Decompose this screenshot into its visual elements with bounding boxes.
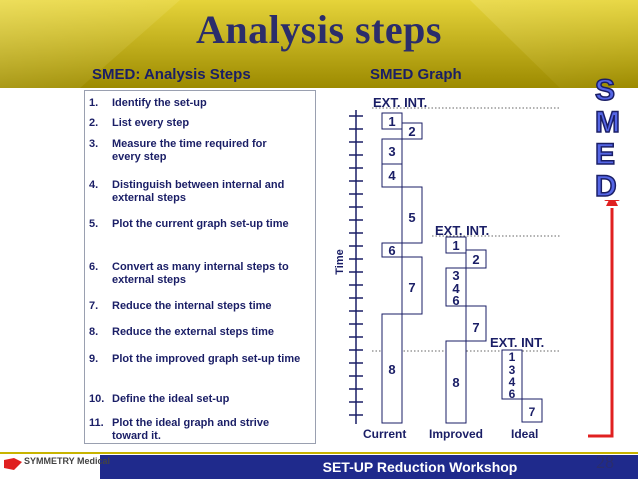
company-logo-icon	[4, 458, 22, 470]
company-logo-text: SYMMETRY Medical	[24, 456, 111, 466]
reference-lines	[372, 107, 560, 352]
time-axis	[349, 110, 363, 424]
ideal-column	[501, 349, 543, 423]
right-heading: SMED Graph	[370, 66, 462, 83]
slide-title: Analysis steps	[196, 7, 442, 52]
smed-letter-s: S	[594, 73, 616, 108]
column-label-ideal: Ideal	[511, 427, 538, 441]
smed-letter-e: E	[594, 137, 616, 172]
current-step-8: 8	[388, 362, 395, 377]
current-step-7: 7	[408, 280, 415, 295]
current-step-5: 5	[408, 210, 415, 225]
column-label-improved: Improved	[429, 427, 483, 441]
smed-graph: Time	[326, 90, 564, 442]
footer-bar	[0, 452, 638, 479]
improved-step-6: 6	[452, 293, 459, 308]
current-step-1: 1	[388, 114, 395, 129]
ideal-step-7: 7	[529, 405, 536, 419]
ideal-step-1: 1	[509, 350, 516, 364]
current-column	[381, 112, 423, 424]
ideal-step-6: 6	[509, 387, 516, 401]
ideal-column-header: EXT. INT.	[490, 335, 544, 350]
improved-column	[445, 236, 487, 424]
ideal-step-4: 4	[509, 375, 516, 389]
improved-step-1: 1	[452, 238, 459, 253]
red-bracket	[588, 200, 620, 438]
improved-column-header: EXT. INT.	[435, 223, 489, 238]
current-step-3: 3	[388, 144, 395, 159]
ideal-step-3: 3	[509, 363, 516, 377]
improved-step-2: 2	[472, 252, 479, 267]
current-step-4: 4	[388, 168, 396, 183]
left-heading: SMED: Analysis Steps	[92, 66, 251, 83]
smed-letter-m: M	[594, 105, 621, 140]
current-column-header: EXT. INT.	[373, 95, 427, 110]
smed-letter-d: D	[594, 169, 617, 204]
steps-list: 1.Identify the set-up 2.List every step …	[84, 90, 316, 444]
current-step-2: 2	[408, 124, 415, 139]
footer-title: SET-UP Reduction Workshop	[322, 459, 518, 475]
graph-axis-label: Time	[334, 249, 346, 274]
page-number: 28	[596, 452, 614, 472]
column-label-current: Current	[363, 427, 406, 441]
improved-step-8: 8	[452, 375, 459, 390]
improved-step-4: 4	[452, 281, 460, 296]
improved-step-3: 3	[452, 268, 459, 283]
title-bar-background	[0, 0, 638, 88]
improved-step-7: 7	[472, 320, 479, 335]
current-step-6: 6	[388, 243, 395, 258]
